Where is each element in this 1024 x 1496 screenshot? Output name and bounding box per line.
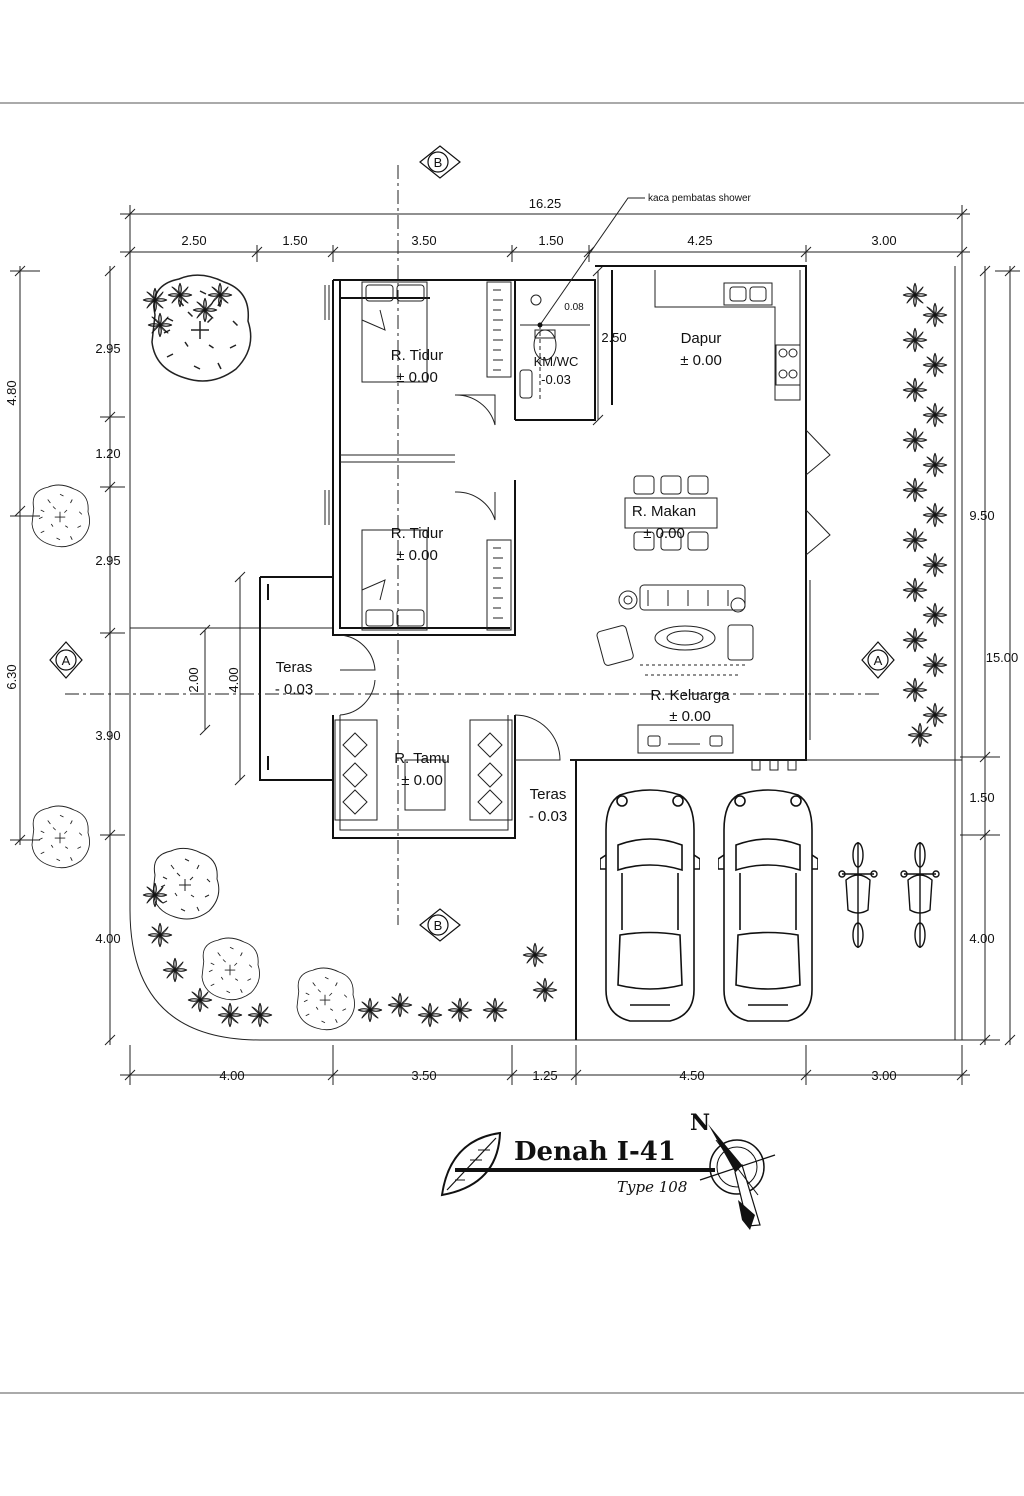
dim-left-4: 3.90 xyxy=(95,728,120,743)
svg-text:A: A xyxy=(62,653,71,668)
svg-text:± 0.00: ± 0.00 xyxy=(396,369,438,386)
svg-text:- 0.03: - 0.03 xyxy=(529,808,567,825)
svg-text:Teras: Teras xyxy=(530,786,567,803)
dim-teras-b: 4.00 xyxy=(226,667,241,692)
tree-canopy xyxy=(31,805,91,869)
svg-text:R. Tidur: R. Tidur xyxy=(391,347,444,364)
section-marker-a-left: A xyxy=(49,641,83,679)
dimension-lines xyxy=(10,205,1020,1085)
svg-text:-0.03: -0.03 xyxy=(541,372,571,387)
svg-text:± 0.00: ± 0.00 xyxy=(680,352,722,369)
room-bedroom-1: R. Tidur ± 0.00 xyxy=(391,347,444,386)
dim-left-outer-1: 4.80 xyxy=(4,380,19,405)
motorcycle-1 xyxy=(838,841,878,949)
drawing-title: Denah I-41 xyxy=(514,1137,676,1167)
room-terrace-left: Teras - 0.03 xyxy=(275,659,313,698)
svg-text:R. Keluarga: R. Keluarga xyxy=(650,687,730,704)
section-lines: A A B B xyxy=(49,145,895,942)
dim-left-5: 4.00 xyxy=(95,931,120,946)
dim-bottom-3: 1.25 xyxy=(532,1068,557,1083)
svg-text:R. Makan: R. Makan xyxy=(632,503,696,520)
svg-text:Teras: Teras xyxy=(276,659,313,676)
tree-canopy xyxy=(201,937,261,1001)
svg-text:R. Tidur: R. Tidur xyxy=(391,525,444,542)
room-bedroom-2: R. Tidur ± 0.00 xyxy=(391,525,444,564)
room-dining: R. Makan ± 0.00 xyxy=(632,503,696,542)
dim-top-5: 4.25 xyxy=(687,233,712,248)
svg-text:B: B xyxy=(434,918,443,933)
dim-left-1: 2.95 xyxy=(95,341,120,356)
car-1 xyxy=(600,789,700,1022)
dim-teras-a: 2.00 xyxy=(186,667,201,692)
site-boundary xyxy=(129,266,963,1041)
dim-right-1: 9.50 xyxy=(969,508,994,523)
dim-dapur-depth: 2.50 xyxy=(601,330,626,345)
north-label: N xyxy=(690,1110,710,1136)
walls xyxy=(259,265,962,1040)
drawing-subtitle: Type 108 xyxy=(617,1178,687,1196)
tree-canopy xyxy=(152,847,220,920)
room-bathroom: KM/WC -0.03 xyxy=(534,354,579,387)
dim-top-6: 3.00 xyxy=(871,233,896,248)
title-block: Denah I-41 Type 108 xyxy=(440,1131,715,1197)
room-family: R. Keluarga ± 0.00 xyxy=(650,687,730,725)
svg-text:- 0.03: - 0.03 xyxy=(275,681,313,698)
dim-top-2: 1.50 xyxy=(282,233,307,248)
room-living: R. Tamu ± 0.00 xyxy=(394,750,450,789)
dim-km-level: 0.08 xyxy=(564,302,584,313)
tree-canopy xyxy=(296,967,356,1031)
svg-text:± 0.00: ± 0.00 xyxy=(401,772,443,789)
room-terrace-front: Teras - 0.03 xyxy=(529,786,567,825)
svg-text:KM/WC: KM/WC xyxy=(534,354,579,369)
dim-right-2: 1.50 xyxy=(969,790,994,805)
section-marker-b-top: B xyxy=(419,145,461,179)
car-2 xyxy=(718,789,818,1022)
dim-right-3: 4.00 xyxy=(969,931,994,946)
furniture xyxy=(334,270,801,821)
dim-top-3: 3.50 xyxy=(411,233,436,248)
svg-text:± 0.00: ± 0.00 xyxy=(669,708,711,725)
sheet-borders xyxy=(0,102,1024,1394)
doors-windows xyxy=(324,285,831,761)
shrub-row-right xyxy=(902,282,948,748)
room-labels: R. Tidur ± 0.00 R. Tidur ± 0.00 KM/WC -0.03… xyxy=(275,330,730,825)
svg-text:R. Tamu: R. Tamu xyxy=(394,750,450,767)
dim-left-outer-2: 6.30 xyxy=(4,664,19,689)
tree-canopy xyxy=(31,484,91,548)
svg-text:A: A xyxy=(874,653,883,668)
dim-top-total: 16.25 xyxy=(529,196,562,211)
dim-top-1: 2.50 xyxy=(181,233,206,248)
dim-bottom-5: 3.00 xyxy=(871,1068,896,1083)
svg-text:Dapur: Dapur xyxy=(681,330,722,347)
dim-bottom-1: 4.00 xyxy=(219,1068,244,1083)
annotation-leader: kaca pembatas shower xyxy=(537,193,752,328)
svg-text:B: B xyxy=(434,155,443,170)
room-kitchen: Dapur ± 0.00 xyxy=(680,330,722,369)
leaf-icon xyxy=(440,1131,502,1197)
section-marker-b-bottom: B xyxy=(419,908,461,942)
tree-canopy xyxy=(151,274,252,382)
dim-right-outer: 15.00 xyxy=(986,650,1019,665)
svg-text:± 0.00: ± 0.00 xyxy=(396,547,438,564)
section-marker-a-right: A xyxy=(861,641,895,679)
motorcycle-2 xyxy=(900,841,940,949)
dimension-labels: 16.25 2.50 1.50 3.50 1.50 4.25 3.00 4.00… xyxy=(4,196,1018,1083)
dim-top-4: 1.50 xyxy=(538,233,563,248)
vehicles xyxy=(600,789,940,1022)
dim-left-2: 1.20 xyxy=(95,446,120,461)
dim-left-3: 2.95 xyxy=(95,553,120,568)
annotation-text: kaca pembatas shower xyxy=(648,193,752,204)
dim-bottom-4: 4.50 xyxy=(679,1068,704,1083)
svg-text:± 0.00: ± 0.00 xyxy=(643,525,685,542)
north-arrow-icon: N xyxy=(690,1110,776,1230)
dim-bottom-2: 3.50 xyxy=(411,1068,436,1083)
